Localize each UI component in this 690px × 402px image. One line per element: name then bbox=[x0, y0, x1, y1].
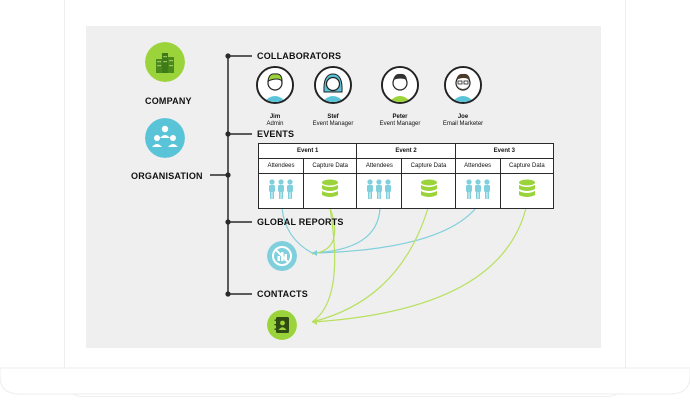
database-icon bbox=[518, 179, 535, 197]
people-icon bbox=[269, 179, 294, 199]
collaborator-role: Event Manager bbox=[312, 121, 354, 127]
event-3-capture-label: Capture Data bbox=[499, 158, 555, 174]
event-3-attendees bbox=[454, 173, 501, 209]
collaborator-role: Email Marketer bbox=[442, 121, 484, 127]
event-3-capture-data bbox=[499, 173, 555, 209]
collaborator-peter: Peter Event Manager bbox=[365, 66, 435, 128]
contacts-header: CONTACTS bbox=[257, 289, 308, 299]
collaborator-joe: Joe Email Marketer bbox=[428, 66, 498, 128]
building-icon bbox=[145, 42, 185, 82]
avatar bbox=[256, 66, 294, 104]
event-2-attendees bbox=[356, 173, 403, 209]
event-2-title: Event 2 bbox=[356, 143, 456, 159]
event-1-capture-label: Capture Data bbox=[303, 158, 358, 174]
event-2-capture-data bbox=[401, 173, 456, 209]
contact-book-icon bbox=[267, 310, 297, 340]
database-icon bbox=[322, 179, 339, 197]
collaborators-header: COLLABORATORS bbox=[257, 51, 342, 61]
collaborator-role: Admin bbox=[266, 121, 284, 127]
company-label: COMPANY bbox=[145, 96, 192, 106]
global-reports-header: GLOBAL REPORTS bbox=[257, 217, 344, 227]
event-1-attendees bbox=[257, 173, 305, 209]
collaborator-name: Jim bbox=[269, 114, 281, 120]
event-2-attendees-label: Attendees bbox=[356, 158, 403, 174]
person-icon bbox=[446, 68, 480, 102]
person-icon bbox=[258, 68, 292, 102]
avatar bbox=[314, 66, 352, 104]
event-3-attendees-label: Attendees bbox=[454, 158, 501, 174]
event-2-capture-label: Capture Data bbox=[401, 158, 456, 174]
collaborator-name: Peter bbox=[392, 114, 408, 120]
no-reports-icon bbox=[267, 241, 297, 271]
event-1-capture-data bbox=[303, 173, 358, 209]
person-icon bbox=[383, 68, 417, 102]
event-3-title: Event 3 bbox=[454, 143, 555, 159]
collaborator-role: Event Manager bbox=[379, 121, 421, 127]
events-table: Event 1 Event 2 Event 3 Attendees Captur… bbox=[257, 143, 555, 209]
avatar bbox=[381, 66, 419, 104]
events-table-subheader: Attendees Capture Data Attendees Capture… bbox=[257, 158, 555, 174]
avatar bbox=[444, 66, 482, 104]
event-1-title: Event 1 bbox=[257, 143, 358, 159]
events-header: EVENTS bbox=[257, 129, 295, 139]
collaborator-jim: Jim Admin bbox=[240, 66, 310, 128]
collaborator-name: Stef bbox=[327, 114, 339, 120]
group-icon bbox=[145, 118, 185, 158]
events-table-icons bbox=[257, 173, 555, 209]
events-table-header: Event 1 Event 2 Event 3 bbox=[257, 143, 555, 159]
event-1-attendees-label: Attendees bbox=[257, 158, 305, 174]
person-icon bbox=[316, 68, 350, 102]
database-icon bbox=[420, 179, 437, 197]
collaborator-name: Joe bbox=[457, 114, 469, 120]
people-icon bbox=[367, 179, 392, 199]
organisation-label: ORGANISATION bbox=[131, 171, 203, 181]
people-icon bbox=[465, 179, 490, 199]
collaborator-stef: Stef Event Manager bbox=[298, 66, 368, 128]
